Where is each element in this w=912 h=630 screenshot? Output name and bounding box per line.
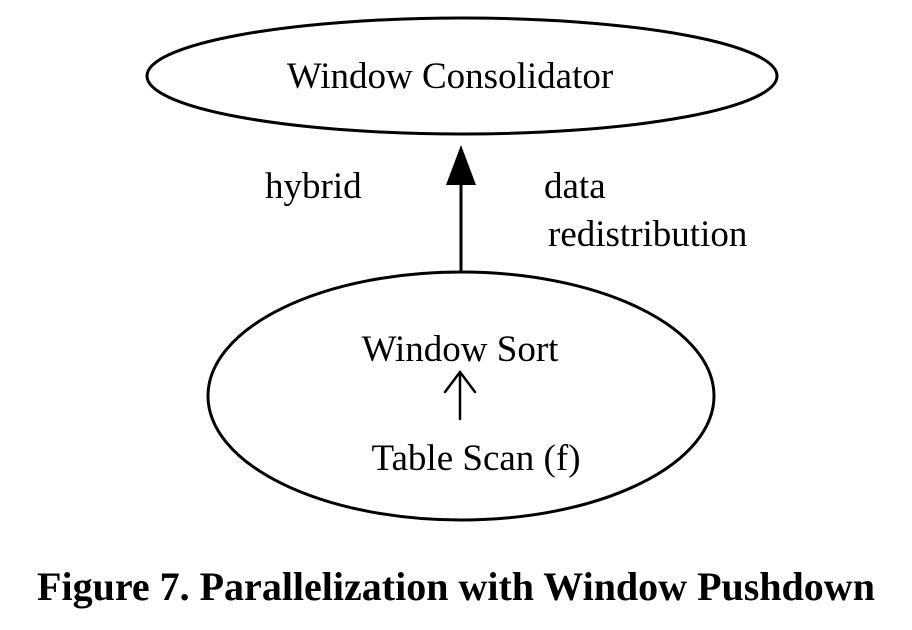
inner-arrow: [443, 370, 477, 421]
edge-data-redistribution: hybrid data redistribution: [265, 145, 747, 272]
inner-arrow-head: [443, 370, 477, 394]
node-window-sort-scan: Window Sort Table Scan (f): [206, 270, 716, 522]
node-window-consolidator-shape: [145, 16, 779, 136]
node-window-sort-label: Window Sort: [362, 329, 560, 370]
node-window-consolidator-label: Window Consolidator: [287, 56, 613, 97]
node-table-scan-label: Table Scan (f): [371, 438, 580, 479]
figure-caption: Figure 7. Parallelization with Window Pu…: [37, 564, 875, 609]
edge-label-redistribution: redistribution: [548, 214, 747, 255]
node-window-consolidator: Window Consolidator: [145, 16, 779, 136]
edge-label-data: data: [544, 166, 606, 207]
edge-label-hybrid: hybrid: [265, 166, 362, 207]
edge-arrowhead: [446, 145, 476, 185]
